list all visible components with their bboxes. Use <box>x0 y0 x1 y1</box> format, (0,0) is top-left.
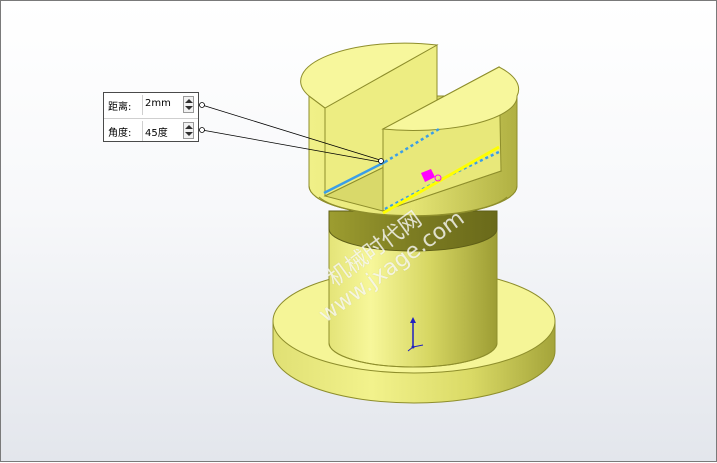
angle-field[interactable]: 45度 <box>145 128 168 139</box>
distance-row[interactable]: 距离: 2mm <box>104 93 198 117</box>
angle-label: 角度: <box>108 128 132 139</box>
main-cylinder[interactable] <box>328 225 498 368</box>
distance-spinner[interactable] <box>183 96 194 113</box>
divider <box>142 121 143 141</box>
angle-spinner[interactable] <box>183 122 194 139</box>
spin-up-icon[interactable] <box>185 99 193 103</box>
preview-handle-icon[interactable] <box>421 169 442 182</box>
neck <box>328 210 498 252</box>
distance-label: 距离: <box>108 102 132 113</box>
distance-field[interactable]: 2mm <box>145 98 171 109</box>
top-face-right[interactable] <box>381 66 520 131</box>
spin-down-icon[interactable] <box>185 132 193 136</box>
callout-leaders <box>199 102 384 164</box>
top-face-left[interactable] <box>300 42 439 109</box>
chamfer-callout[interactable]: 距离: 2mm 角度: 45度 <box>103 92 199 142</box>
spin-up-icon[interactable] <box>185 125 193 129</box>
reference-triad-icon <box>407 317 424 352</box>
divider <box>142 95 143 115</box>
spin-down-icon[interactable] <box>185 106 193 110</box>
angle-row[interactable]: 角度: 45度 <box>104 118 198 143</box>
selected-edge[interactable] <box>382 145 500 215</box>
